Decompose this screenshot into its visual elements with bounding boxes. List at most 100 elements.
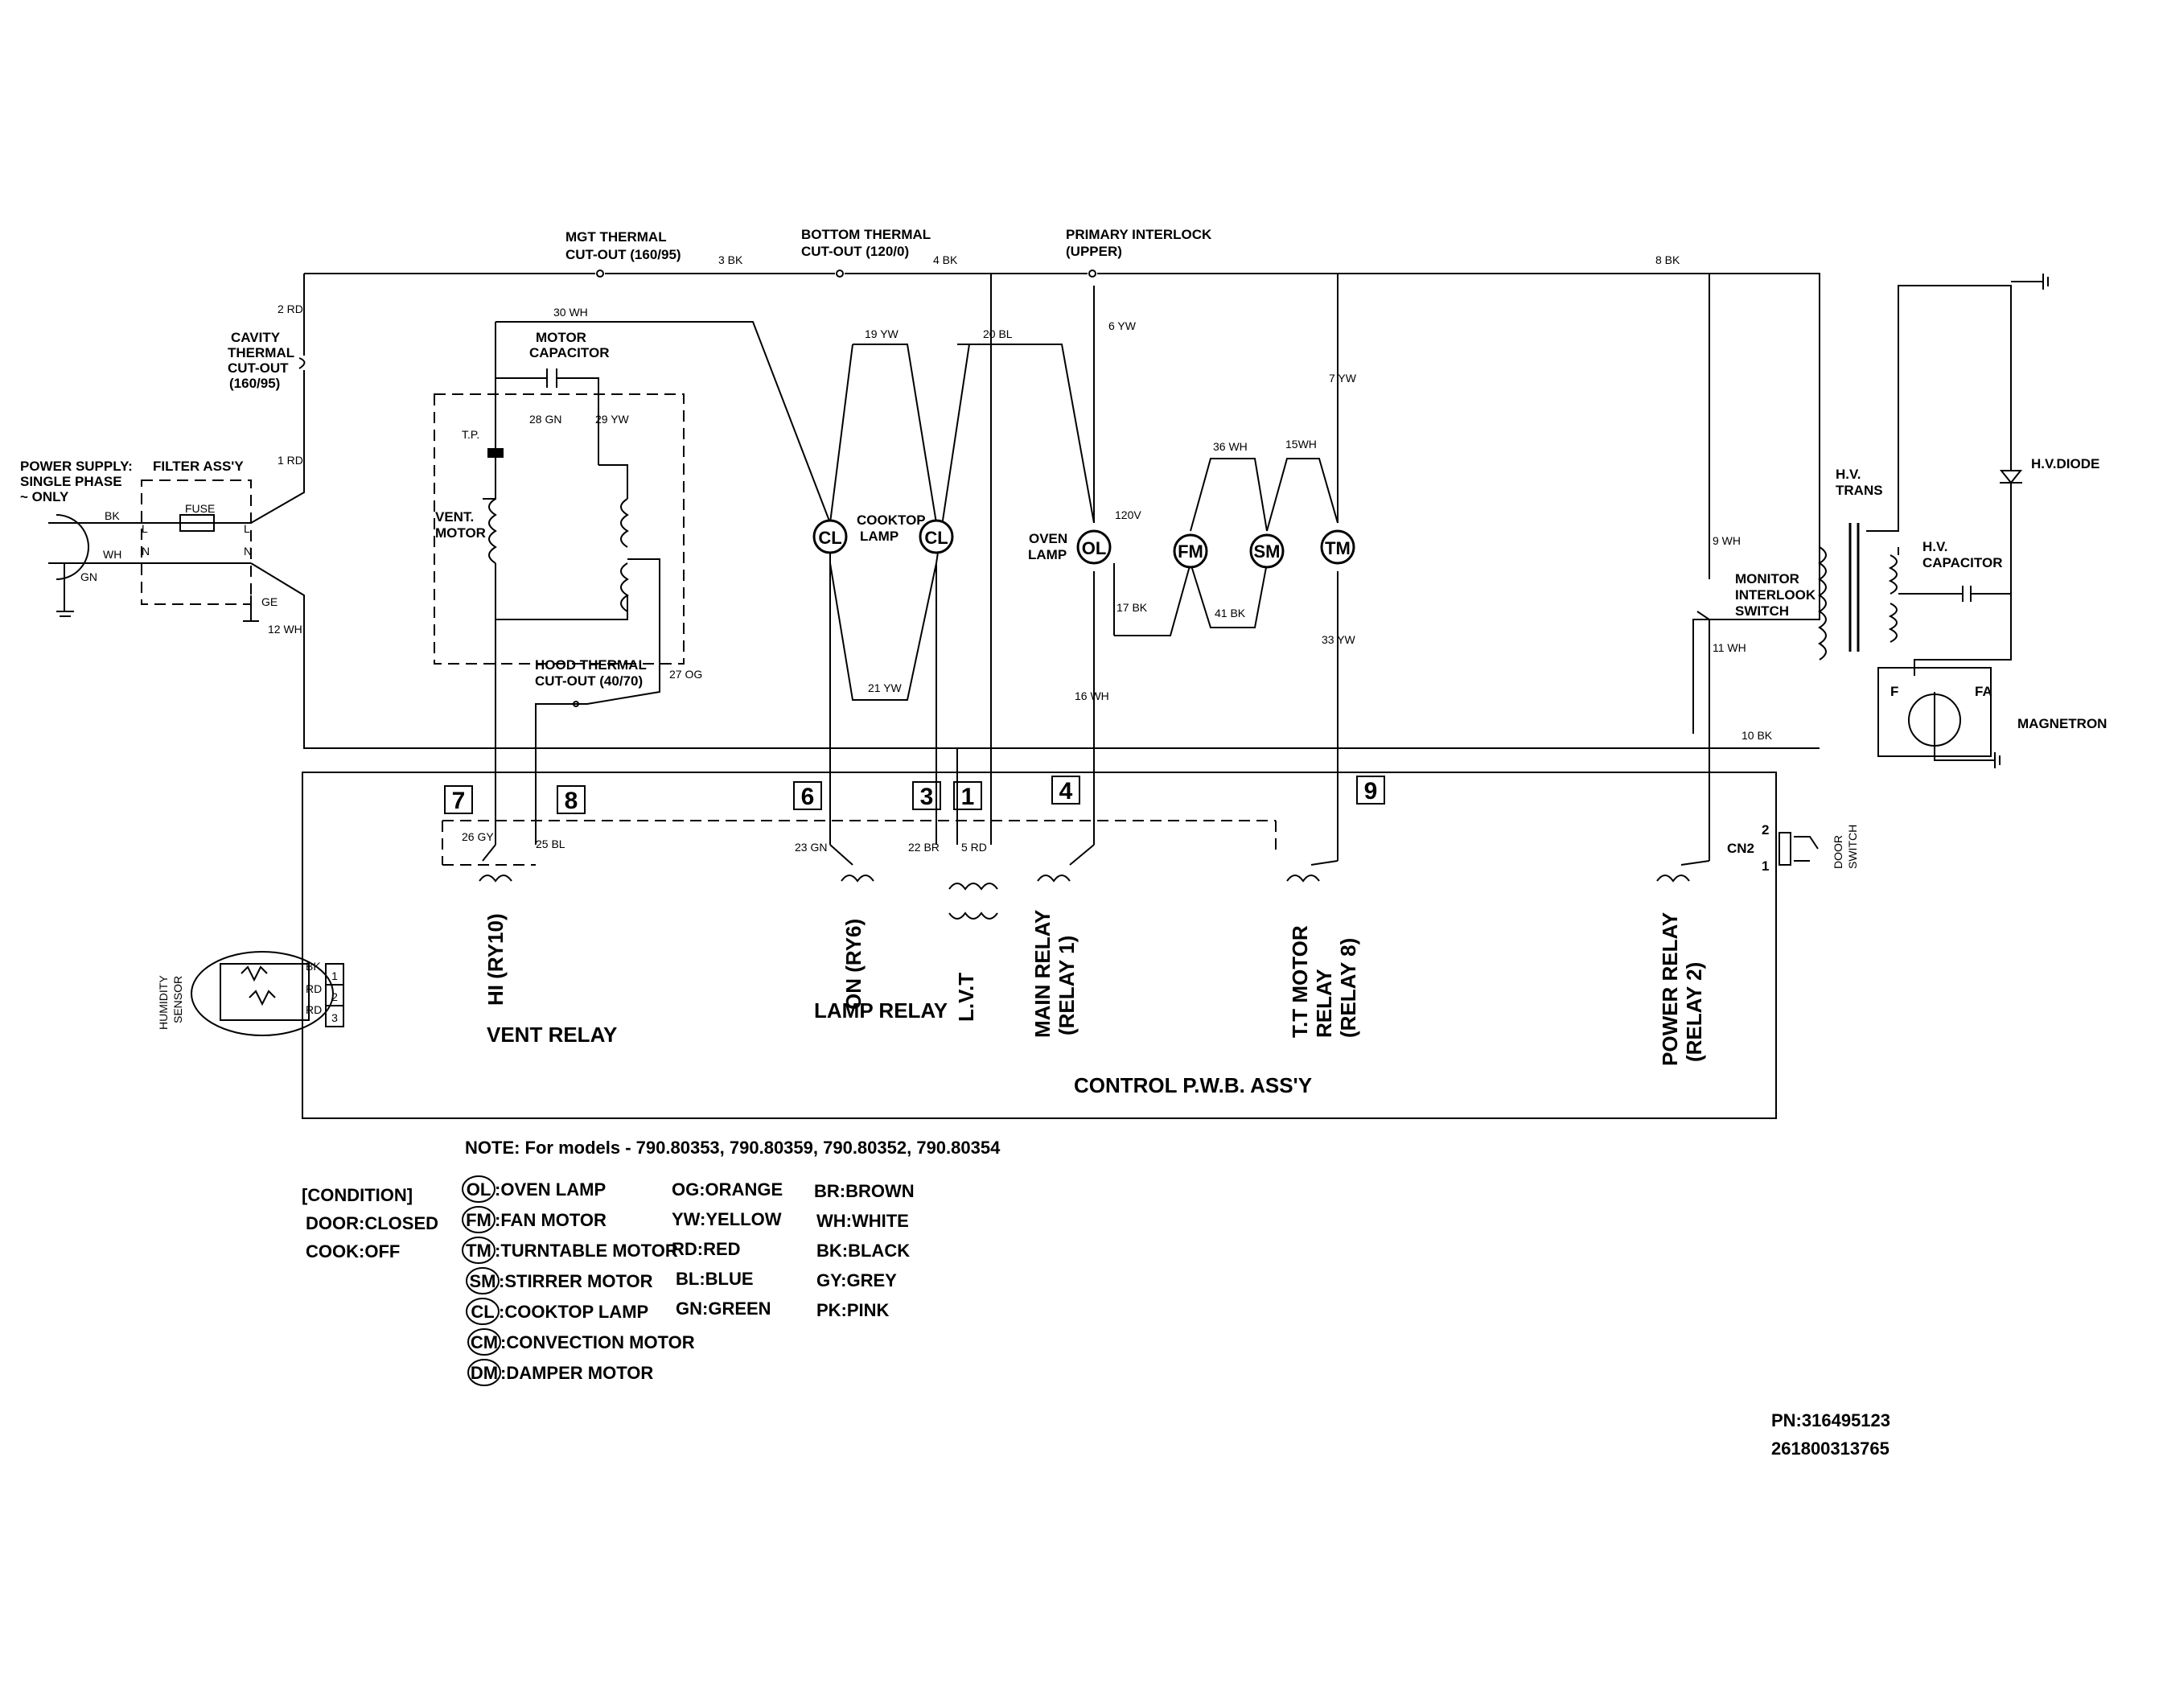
cooktop-lamp-label-2: LAMP bbox=[860, 529, 899, 544]
main-relay-label-1: MAIN RELAY bbox=[1030, 910, 1055, 1038]
stirrer-motor bbox=[1249, 533, 1285, 569]
wire-9wh: 9 WH bbox=[1713, 534, 1741, 547]
turntable-motor bbox=[1320, 529, 1355, 565]
mgt-thermal-label: MGT THERMAL bbox=[565, 229, 667, 245]
fan-motor-label: FM bbox=[1178, 541, 1203, 562]
legend-fm-text: :FAN MOTOR bbox=[495, 1210, 607, 1230]
filter-l-out: L bbox=[244, 522, 250, 535]
control-pwb bbox=[302, 772, 1819, 1119]
sensor-pin-1: 1 bbox=[331, 969, 338, 982]
wire-22br: 22 BR bbox=[908, 841, 940, 854]
humidity-sensor: 1 2 3 bbox=[191, 951, 344, 1036]
oven-lamp bbox=[1076, 529, 1112, 565]
power-relay-label-2: (RELAY 2) bbox=[1682, 962, 1706, 1062]
lvt-label: L.V.T bbox=[954, 973, 978, 1022]
filter-l-in: L bbox=[142, 522, 148, 535]
wire-6yw: 6 YW bbox=[1108, 319, 1137, 332]
legend-color-bl: BL:BLUE bbox=[676, 1269, 754, 1289]
monitor-interlock-label-3: SWITCH bbox=[1735, 603, 1789, 619]
legend-tm-abbr: TM bbox=[466, 1241, 491, 1261]
cavity-label-2: THERMAL bbox=[228, 345, 294, 360]
main-wiring bbox=[250, 273, 1820, 861]
legend: NOTE: For models - 790.80353, 790.80359,… bbox=[302, 1138, 1890, 1459]
relay-contacts bbox=[482, 844, 1710, 866]
thermal-cutouts bbox=[298, 270, 1096, 369]
monitor-interlock-label-2: INTERLOOK bbox=[1735, 587, 1816, 603]
legend-tm-text: :TURNTABLE MOTOR bbox=[495, 1241, 678, 1261]
legend-sm-text: :STIRRER MOTOR bbox=[499, 1271, 653, 1291]
condition-cook: COOK:OFF bbox=[306, 1241, 400, 1261]
part-code: 261800313765 bbox=[1771, 1438, 1890, 1459]
wire-gn: GN bbox=[80, 570, 97, 583]
legend-color-gy: GY:GREY bbox=[816, 1270, 897, 1290]
wire-11wh: 11 WH bbox=[1713, 641, 1746, 654]
vent-motor-assembly bbox=[434, 368, 685, 748]
legend-dm-abbr: DM bbox=[471, 1363, 498, 1383]
wire-2rd: 2 RD bbox=[278, 303, 303, 315]
components: CL CL OL FM SM TM bbox=[812, 519, 1355, 569]
wire-16wh: 16 WH bbox=[1075, 689, 1109, 702]
sensor-rd-2: RD bbox=[306, 1003, 322, 1016]
connector-3: 3 bbox=[920, 784, 934, 810]
sensor-pin-3: 3 bbox=[331, 1011, 338, 1024]
wire-5rd: 5 RD bbox=[961, 841, 987, 854]
cooktop-lamp-2 bbox=[919, 519, 954, 554]
tt-relay-label-1: T.T MOTOR bbox=[1288, 925, 1312, 1038]
hv-capacitor-label-2: CAPACITOR bbox=[1922, 555, 2003, 570]
magnetron-fa-label: FA bbox=[1975, 684, 1992, 699]
connector-7: 7 bbox=[452, 788, 466, 814]
power-supply-label-2: SINGLE PHASE bbox=[20, 474, 122, 489]
condition-door: DOOR:CLOSED bbox=[306, 1213, 438, 1233]
legend-color-wh: WH:WHITE bbox=[816, 1211, 909, 1231]
filter-assy-label: FILTER ASS'Y bbox=[153, 459, 244, 474]
vent-motor-label-2: MOTOR bbox=[435, 525, 486, 541]
connector-4: 4 bbox=[1059, 778, 1073, 805]
connector-8: 8 bbox=[565, 788, 578, 814]
relay-coils bbox=[479, 875, 1690, 920]
models-note: NOTE: For models - 790.80353, 790.80359,… bbox=[465, 1138, 1001, 1158]
oven-lamp-label: OL bbox=[1082, 538, 1107, 558]
condition-title: [CONDITION] bbox=[302, 1185, 413, 1205]
main-relay-label-2: (RELAY 1) bbox=[1055, 936, 1079, 1035]
legend-sm-abbr: SM bbox=[470, 1271, 496, 1291]
oven-lamp-label-2: LAMP bbox=[1028, 547, 1067, 562]
hood-thermal-label-1: HOOD THERMAL bbox=[535, 657, 647, 673]
cavity-label-1: CAVITY bbox=[231, 330, 281, 345]
primary-interlock-label: PRIMARY INTERLOCK bbox=[1066, 227, 1212, 242]
connector-boxes: 7 8 6 3 1 4 9 bbox=[444, 776, 1385, 814]
cooktop-lamp-label-1: COOKTOP bbox=[857, 512, 926, 528]
diagram-labels: MGT THERMAL CUT-OUT (160/95) BOTTOM THER… bbox=[20, 227, 2107, 1030]
monitor-interlock-label-1: MONITOR bbox=[1735, 571, 1799, 586]
hv-trans-label-1: H.V. bbox=[1836, 467, 1861, 482]
legend-ol-abbr: OL bbox=[467, 1179, 491, 1200]
bottom-thermal-label: BOTTOM THERMAL bbox=[801, 227, 931, 242]
wire-17bk: 17 BK bbox=[1116, 601, 1148, 614]
wire-8bk: 8 BK bbox=[1655, 253, 1680, 266]
wire-12wh: 12 WH bbox=[268, 623, 302, 636]
stirrer-motor-label: SM bbox=[1254, 541, 1281, 562]
magnetron-f-label: F bbox=[1890, 684, 1898, 699]
wire-23gn: 23 GN bbox=[795, 841, 827, 854]
cn2-pin-1: 1 bbox=[1762, 858, 1769, 874]
hv-capacitor-label-1: H.V. bbox=[1922, 539, 1948, 554]
wire-29yw: 29 YW bbox=[595, 413, 630, 426]
hv-diode-label: H.V.DIODE bbox=[2031, 456, 2099, 471]
hood-thermal-label-2: CUT-OUT (40/70) bbox=[535, 673, 643, 689]
motor-capacitor-label-2: CAPACITOR bbox=[529, 345, 610, 360]
fuse-label: FUSE bbox=[185, 502, 215, 515]
wire-25bl: 25 BL bbox=[536, 838, 565, 850]
relay-labels: HI (RY10) ON (RY6) L.V.T MAIN RELAY (REL… bbox=[483, 910, 1706, 1097]
wire-15wh: 15WH bbox=[1285, 438, 1317, 451]
power-relay-label-1: POWER RELAY bbox=[1658, 912, 1682, 1066]
bottom-thermal-label-2: CUT-OUT (120/0) bbox=[801, 244, 909, 259]
sensor-rd-1: RD bbox=[306, 982, 322, 995]
cooktop-lamp-1-label: CL bbox=[818, 528, 841, 548]
hv-trans-label-2: TRANS bbox=[1836, 483, 1883, 498]
vent-motor-label-1: VENT. bbox=[435, 509, 474, 525]
legend-color-gn: GN:GREEN bbox=[676, 1298, 771, 1319]
motor-capacitor-label-1: MOTOR bbox=[536, 330, 586, 345]
magnetron-label: MAGNETRON bbox=[2017, 716, 2107, 731]
wire-10bk: 10 BK bbox=[1742, 729, 1773, 742]
wire-19yw: 19 YW bbox=[865, 327, 899, 340]
